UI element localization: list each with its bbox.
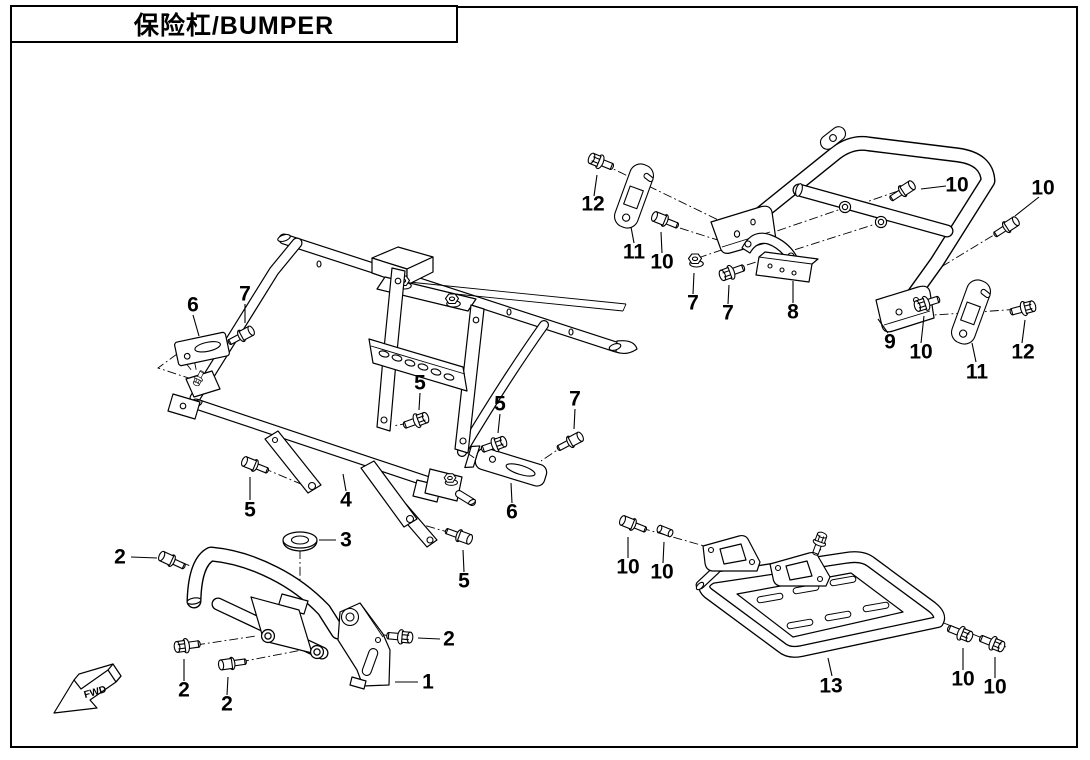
- callout-part-2: 2: [178, 678, 190, 702]
- callout-part-11: 11: [965, 360, 989, 384]
- callout-part-7: 7: [687, 291, 699, 315]
- callout-part-4: 4: [340, 488, 352, 512]
- page-border: [10, 6, 1078, 748]
- callout-part-5: 5: [244, 498, 256, 522]
- callout-part-13: 13: [819, 674, 843, 698]
- callout-part-2: 2: [443, 627, 455, 651]
- main-frame-assembly-drawing: [157, 233, 638, 573]
- callout-part-8: 8: [787, 300, 799, 324]
- callout-part-10: 10: [650, 250, 674, 274]
- callout-part-10: 10: [650, 560, 674, 584]
- rear-bumper-assembly-drawing: [585, 126, 1040, 363]
- title-box: 保险杠/BUMPER: [10, 5, 458, 43]
- callout-part-9: 9: [884, 330, 896, 354]
- callout-part-10: 10: [983, 675, 1007, 699]
- callout-part-6: 6: [506, 500, 518, 524]
- callout-part-12: 12: [1011, 340, 1035, 364]
- callout-part-12: 12: [581, 192, 605, 216]
- callout-part-10: 10: [951, 667, 975, 691]
- callout-part-7: 7: [239, 282, 251, 306]
- page-title: 保险杠/BUMPER: [133, 12, 335, 40]
- callout-part-10: 10: [616, 555, 640, 579]
- front-bumper-assembly-drawing: [130, 531, 441, 696]
- callout-part-5: 5: [458, 569, 470, 593]
- callout-part-10: 10: [909, 340, 933, 364]
- callout-part-6: 6: [187, 293, 199, 317]
- callout-part-10: 10: [1031, 176, 1055, 200]
- callout-part-5: 5: [414, 371, 426, 395]
- callout-part-2: 2: [221, 692, 233, 716]
- callout-part-1: 1: [422, 670, 434, 694]
- callout-part-7: 7: [722, 301, 734, 325]
- rear-rack-assembly-drawing: [617, 513, 1008, 678]
- callout-part-3: 3: [340, 528, 352, 552]
- callout-part-5: 5: [494, 392, 506, 416]
- callout-part-2: 2: [114, 545, 126, 569]
- callout-part-10: 10: [945, 173, 969, 197]
- callout-part-7: 7: [569, 387, 581, 411]
- callout-part-11: 11: [622, 240, 646, 264]
